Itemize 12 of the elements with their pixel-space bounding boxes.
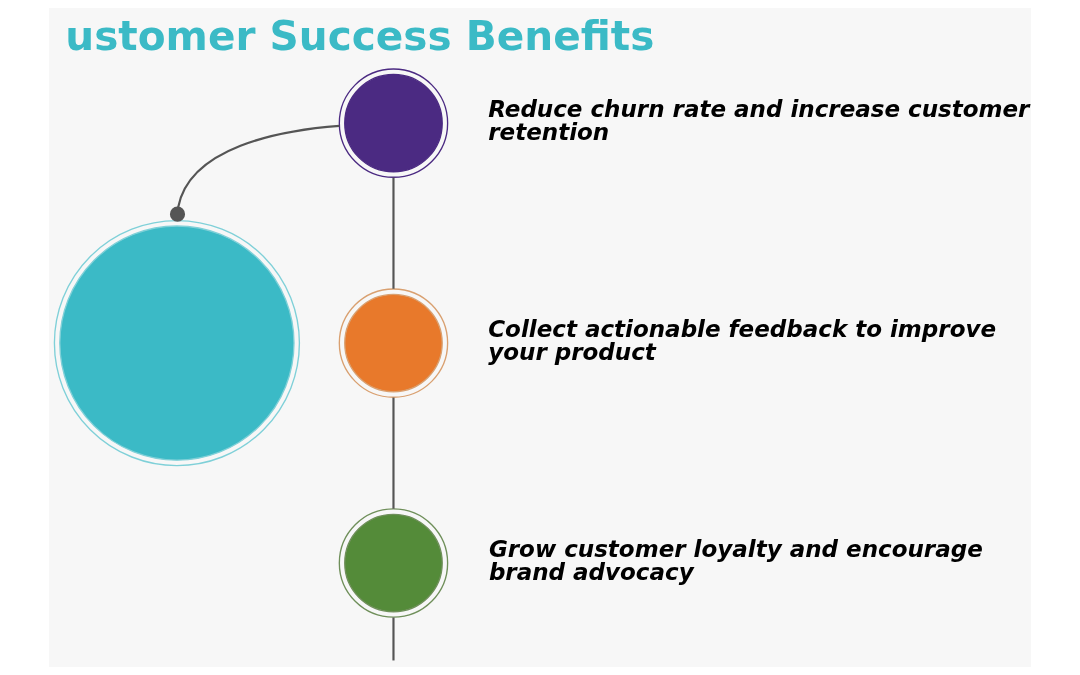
node-label: Grow customer loyalty and encourage brand advocacy — [488, 536, 983, 586]
node-circle — [338, 68, 449, 178]
node-label: Collect actionable feedback to improve your product — [488, 316, 997, 366]
node-circle — [338, 508, 449, 618]
connector — [392, 177, 395, 289]
node-circle — [53, 219, 301, 467]
node-circle — [338, 288, 449, 398]
connector — [169, 124, 340, 222]
connector — [392, 397, 395, 509]
diagram-title: ustomer Success Benefits — [65, 12, 655, 61]
node-label: Reduce churn rate and increase customer retention — [488, 96, 1030, 146]
connector — [392, 617, 395, 661]
